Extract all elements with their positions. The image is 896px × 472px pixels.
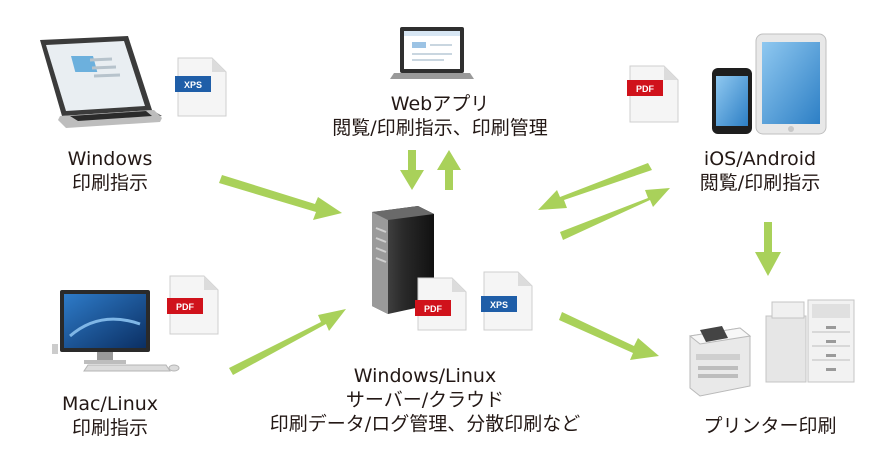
- pdf-badge-text: PDF: [636, 84, 655, 94]
- ios-android-subtitle: 閲覧/印刷指示: [699, 172, 821, 194]
- webapp-label: Webアプリ 閲覧/印刷指示、印刷管理: [290, 92, 590, 140]
- arrow-webapp-down: [400, 150, 424, 190]
- ios-android-label: iOS/Android 閲覧/印刷指示: [680, 147, 840, 195]
- mac-linux-label: Mac/Linux 印刷指示: [40, 392, 180, 440]
- desktop-computer-icon: [52, 290, 180, 372]
- arrow-server-to-ios: [560, 188, 670, 240]
- pdf-badge-text: PDF: [176, 302, 195, 312]
- webapp-title: Webアプリ: [390, 93, 490, 115]
- xps-badge-text: XPS: [490, 300, 508, 310]
- xps-document-icon: XPS: [175, 57, 227, 117]
- arrow-ios-to-server: [538, 163, 652, 210]
- pdf-document-icon: PDF: [627, 65, 679, 123]
- printer-label: プリンター印刷: [680, 414, 860, 438]
- windows-client-title: Windows: [67, 148, 153, 170]
- server-description: 印刷データ/ログ管理、分散印刷など: [269, 413, 581, 435]
- mac-linux-title: Mac/Linux: [61, 393, 159, 415]
- windows-client-label: Windows 印刷指示: [40, 147, 180, 195]
- xps-document-icon: XPS: [481, 271, 533, 331]
- pdf-document-icon: PDF: [415, 277, 467, 331]
- pdf-document-icon: PDF: [167, 275, 219, 335]
- printer-title: プリンター印刷: [703, 415, 837, 437]
- server-title: Windows/Linux: [353, 365, 497, 387]
- printer-icon: [688, 299, 855, 397]
- server-subtitle: サーバー/クラウド: [345, 389, 505, 411]
- arrow-ios-to-printer: [755, 222, 781, 276]
- windows-client-subtitle: 印刷指示: [71, 172, 148, 194]
- xps-badge-text: XPS: [184, 80, 202, 90]
- arrow-windows-to-server: [219, 175, 342, 220]
- pdf-badge-text: PDF: [424, 304, 443, 314]
- server-label: Windows/Linux サーバー/クラウド 印刷データ/ログ管理、分散印刷な…: [240, 364, 610, 436]
- arrow-webapp-up: [437, 150, 461, 190]
- webapp-subtitle: 閲覧/印刷指示、印刷管理: [332, 117, 548, 139]
- monitor-icon: [390, 27, 474, 79]
- smartphone-tablet-icon: [712, 33, 827, 135]
- arrow-server-to-printer: [559, 312, 659, 360]
- laptop-icon: [40, 36, 162, 128]
- ios-android-title: iOS/Android: [703, 148, 817, 170]
- arrow-mac-to-server: [229, 309, 346, 375]
- mac-linux-subtitle: 印刷指示: [71, 417, 148, 439]
